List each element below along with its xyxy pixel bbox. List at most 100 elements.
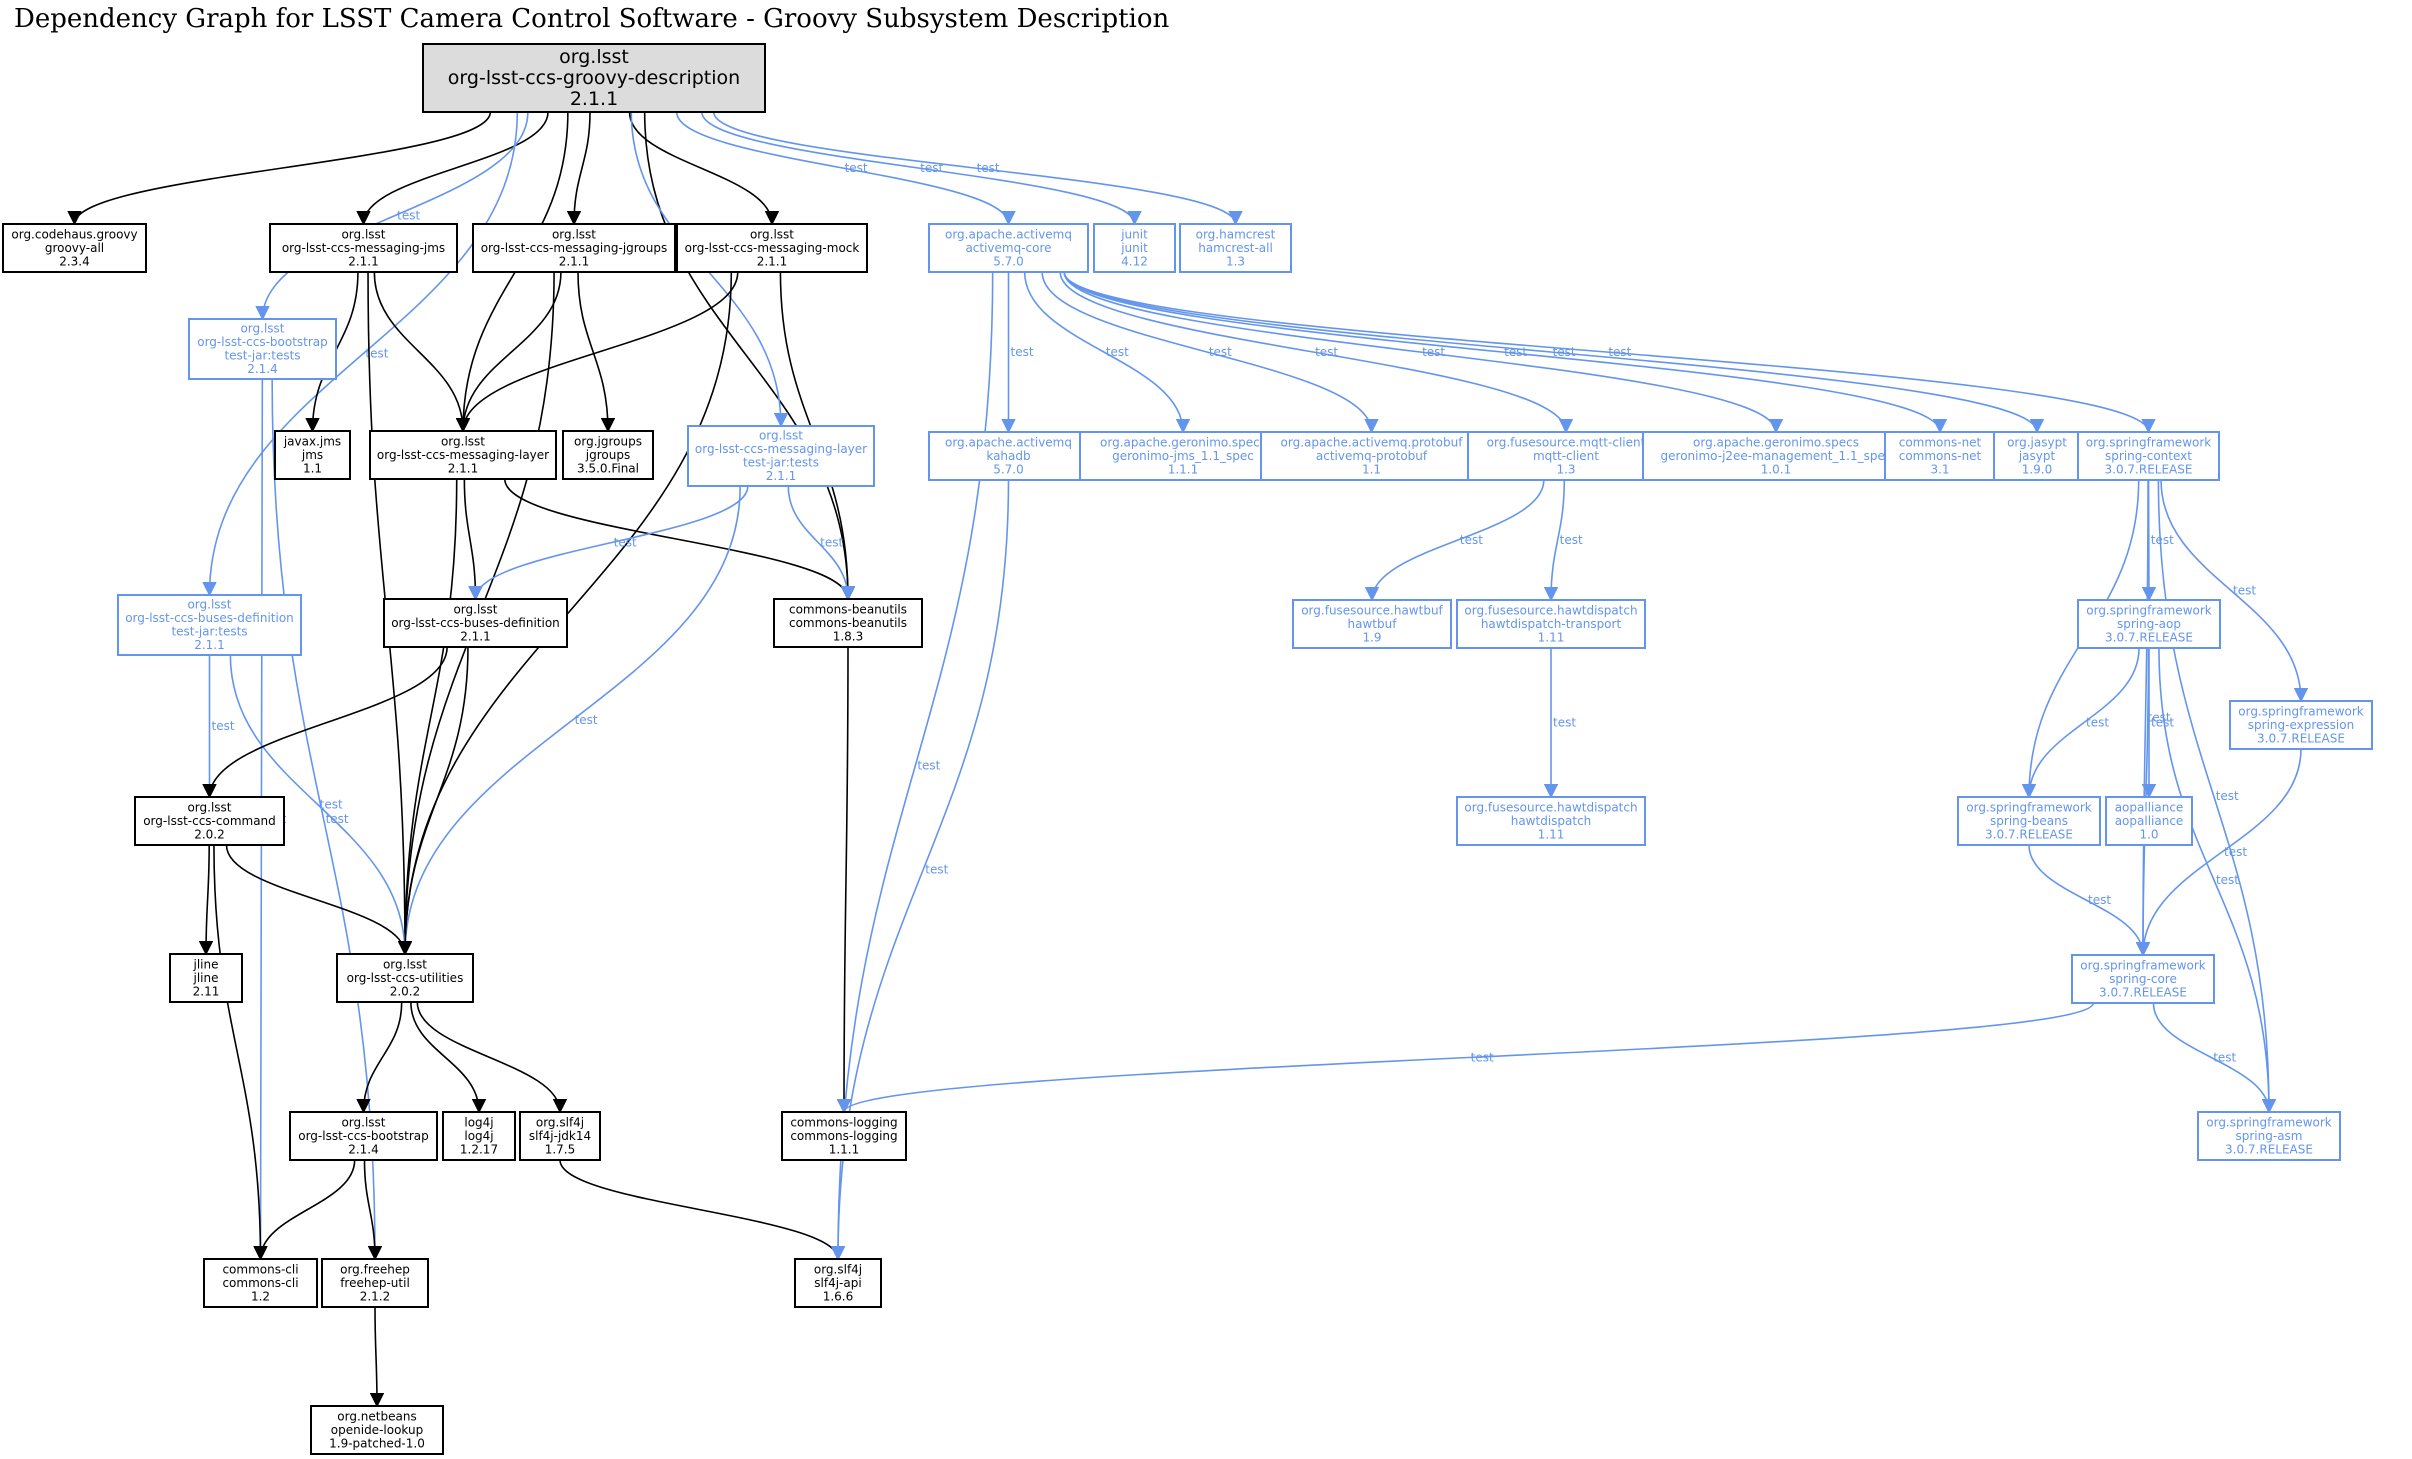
edge-messaging-mock-to-messaging-layer <box>455 271 739 433</box>
edge-label: test <box>1504 345 1527 359</box>
node-label-line: junit <box>1120 227 1148 241</box>
edge-utilities-to-log4j <box>410 1001 487 1114</box>
node-root[interactable]: org.lsstorg-lsst-ccs-groovy-description2… <box>422 43 766 113</box>
node-label-line: 1.11 <box>1538 827 1565 841</box>
node-box <box>676 223 868 273</box>
edge-line <box>1059 271 1574 434</box>
edge-activemq-core-to-mqtt-client: test <box>1059 271 1574 434</box>
edge-label: test <box>845 161 868 175</box>
node-spring-core[interactable]: org.springframeworkspring-core3.0.7.RELE… <box>2071 954 2215 1004</box>
node-box <box>269 223 458 273</box>
node-label-line: org.apache.geronimo.specs <box>1100 435 1266 449</box>
edge-line <box>356 1001 403 1114</box>
edge-command-to-jline <box>198 844 214 956</box>
node-spring-asm[interactable]: org.springframeworkspring-asm3.0.7.RELEA… <box>2197 1111 2341 1161</box>
node-bootstrap-tests[interactable]: org.lsstorg-lsst-ccs-bootstraptest-jar:t… <box>188 318 337 380</box>
node-geronimo-jms[interactable]: org.apache.geronimo.specsgeronimo-jms_1.… <box>1079 431 1287 481</box>
edge-root-to-groovy-all <box>67 111 492 226</box>
node-buses-def[interactable]: org.lsstorg-lsst-ccs-buses-definition2.1… <box>383 598 568 648</box>
node-box <box>773 598 923 648</box>
edge-bootstrap-to-freehep-util <box>363 1159 383 1261</box>
node-label-line: 5.7.0 <box>993 462 1024 476</box>
node-box <box>274 430 351 480</box>
node-label-line: jline <box>193 957 219 971</box>
node-label-line: 1.0 <box>2139 827 2158 841</box>
node-label-line: hawtbuf <box>1348 617 1398 631</box>
node-hawtdispatch[interactable]: org.fusesource.hawtdispatchhawtdispatch1… <box>1456 796 1646 846</box>
edge-label: test <box>1553 716 1576 730</box>
node-messaging-jgroups[interactable]: org.lsstorg-lsst-ccs-messaging-jgroups2.… <box>472 223 676 273</box>
node-geronimo-j2ee[interactable]: org.apache.geronimo.specsgeronimo-j2ee-m… <box>1642 431 1910 481</box>
node-hawtdispatch-transport[interactable]: org.fusesource.hawtdispatchhawtdispatch-… <box>1456 599 1646 649</box>
node-label-line: org-lsst-ccs-messaging-layer <box>377 448 549 462</box>
node-box <box>562 430 654 480</box>
edge-mqtt-client-to-hawtbuf: test <box>1364 479 1545 602</box>
node-label-line: 4.12 <box>1121 254 1148 268</box>
node-label-line: org.jasypt <box>2007 435 2067 449</box>
edge-buses-def-to-command <box>202 646 448 799</box>
edge-label: test <box>2213 1051 2236 1065</box>
node-label-line: 2.1.1 <box>559 254 590 268</box>
node-label-line: org-lsst-ccs-messaging-mock <box>685 241 860 255</box>
node-box <box>2105 796 2193 846</box>
node-label-line: org.apache.geronimo.specs <box>1693 435 1859 449</box>
node-box <box>928 431 1089 481</box>
node-label-line: org.fusesource.mqtt-client <box>1487 435 1646 449</box>
node-box <box>2077 599 2221 649</box>
node-label-line: 3.5.0.Final <box>577 461 639 475</box>
node-messaging-layer-tests[interactable]: org.lsstorg-lsst-ccs-messaging-layertest… <box>687 425 875 487</box>
node-label-line: test-jar:tests <box>224 349 300 363</box>
node-label-line: 2.1.2 <box>360 1289 391 1303</box>
node-spring-context[interactable]: org.springframeworkspring-context3.0.7.R… <box>2077 431 2220 481</box>
node-label-line: 1.2.17 <box>460 1142 498 1156</box>
node-spring-aop[interactable]: org.springframeworkspring-aop3.0.7.RELEA… <box>2077 599 2221 649</box>
edge-label: test <box>614 536 637 550</box>
node-label-line: org.lsst <box>552 227 596 241</box>
node-label-line: org.lsst <box>341 1115 385 1129</box>
node-label-line: org.lsst <box>441 434 485 448</box>
node-spring-expression[interactable]: org.springframeworkspring-expression3.0.… <box>2229 700 2373 750</box>
node-label-line: geronimo-jms_1.1_spec <box>1112 449 1254 463</box>
node-activemq-protobuf[interactable]: org.apache.activemq.protobufactivemq-pro… <box>1260 431 1483 481</box>
node-spring-beans[interactable]: org.springframeworkspring-beans3.0.7.REL… <box>1957 796 2101 846</box>
node-openide-lookup[interactable]: org.netbeansopenide-lookup1.9-patched-1.… <box>310 1405 444 1455</box>
node-label-line: hawtdispatch-transport <box>1481 617 1622 631</box>
edge-label: test <box>365 347 388 361</box>
edge-line <box>1364 479 1545 602</box>
node-label-line: jgroups <box>585 448 630 462</box>
edge-line <box>2028 844 2151 957</box>
node-label-line: 1.9.0 <box>2022 462 2053 476</box>
edge-root-to-beanutils <box>643 111 856 601</box>
node-label-line: 3.0.7.RELEASE <box>2099 985 2187 999</box>
node-messaging-layer[interactable]: org.lsstorg-lsst-ccs-messaging-layer2.1.… <box>369 430 557 480</box>
edge-line <box>830 271 994 1261</box>
edge-activemq-core-to-activemq-protobuf: test <box>1041 271 1379 434</box>
node-buses-def-tests[interactable]: org.lsstorg-lsst-ccs-buses-definitiontes… <box>117 594 302 656</box>
